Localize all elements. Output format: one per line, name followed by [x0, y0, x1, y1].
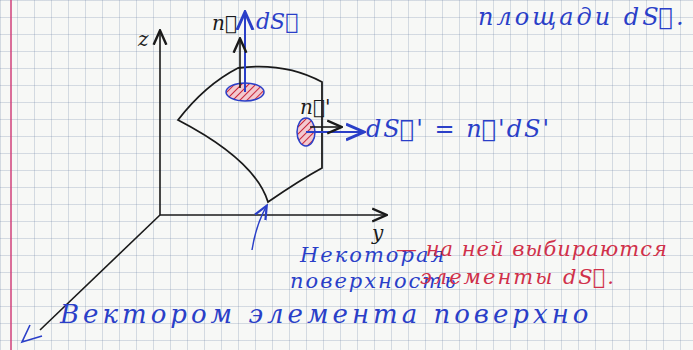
surface — [178, 67, 322, 202]
axis-label: z — [138, 28, 149, 50]
note-text: Вектором элемента поверхно — [60, 300, 592, 329]
vector-ds — [244, 14, 246, 92]
vector-label: dS⃗ — [256, 10, 298, 34]
note-text: площади dS⃗. — [478, 4, 687, 30]
vector-label: n⃗ — [212, 12, 237, 34]
vector-n — [239, 40, 241, 88]
vector-label: n⃗' — [300, 96, 330, 118]
vector-ds-prime — [306, 131, 362, 133]
note-text: элементы dS⃗. — [420, 266, 616, 289]
vector-n-prime — [310, 126, 340, 128]
margin-line — [10, 0, 12, 350]
formula-label: dS⃗' = n⃗'dS' — [366, 116, 551, 142]
axes — [22, 32, 385, 342]
leader-line — [252, 207, 266, 250]
axis-label: y — [372, 222, 383, 244]
note-text: — на ней выбираются — [396, 238, 668, 261]
